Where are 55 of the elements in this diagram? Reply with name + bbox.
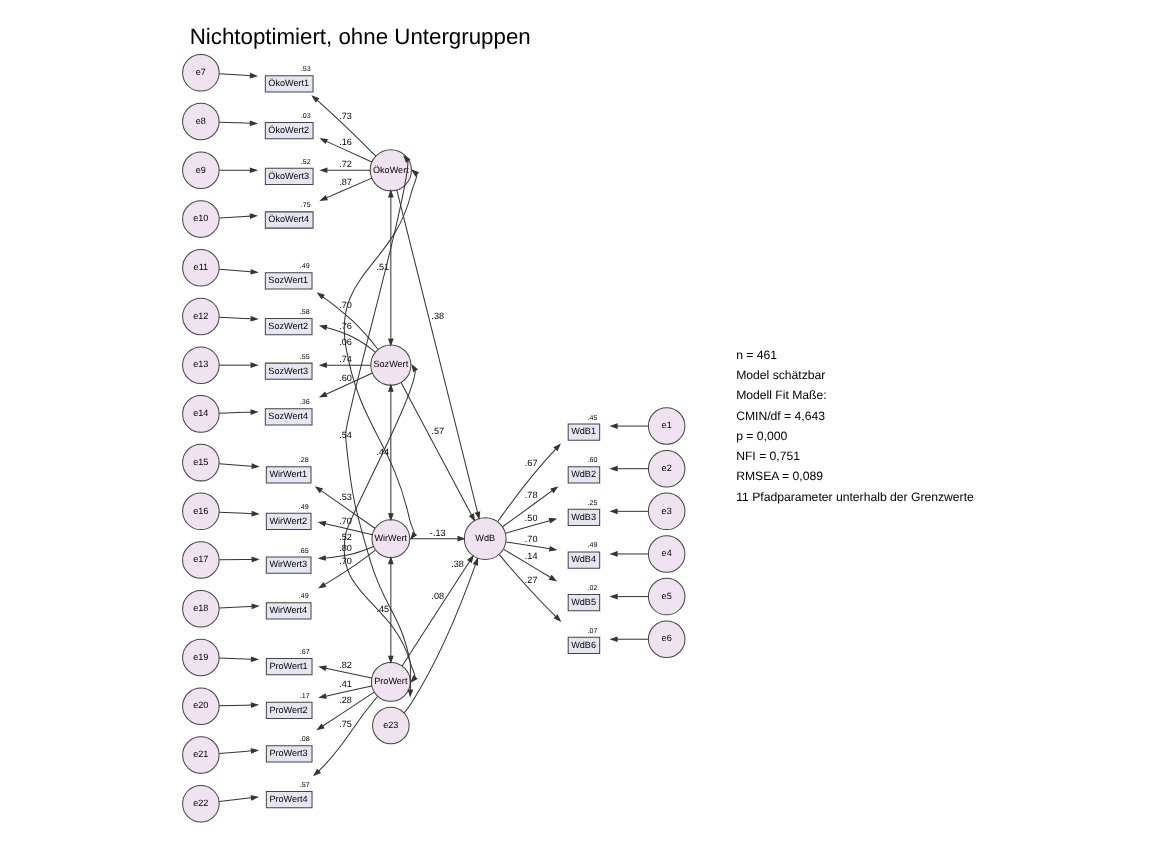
- arrow: [218, 602, 260, 609]
- arrow: [318, 684, 373, 698]
- arrow: [317, 545, 375, 560]
- arrow: [218, 361, 259, 367]
- arrow: [319, 176, 373, 200]
- arrow: [316, 690, 375, 730]
- arrow: [218, 71, 258, 78]
- arrow: [218, 166, 258, 173]
- arrow: [609, 635, 649, 642]
- arrow: [318, 361, 372, 367]
- arrow: [218, 747, 260, 753]
- diagram-title: Nichtoptimiert, ohne Untergruppen: [189, 24, 531, 49]
- arrow: [609, 422, 649, 428]
- arrow: [498, 553, 562, 621]
- arrow: [218, 462, 260, 468]
- arrow: [218, 119, 258, 126]
- arrow: [343, 168, 420, 539]
- arrow: [505, 540, 558, 551]
- arrow: [218, 212, 258, 218]
- arrow: [218, 267, 259, 274]
- arrow: [318, 323, 376, 352]
- arrow: [317, 548, 376, 588]
- arrow: [311, 94, 377, 156]
- arrow: [218, 794, 260, 802]
- arrow: [609, 592, 649, 599]
- arrow: [388, 555, 394, 663]
- arrow: [319, 137, 373, 162]
- arrow: [396, 188, 481, 519]
- arrow: [318, 371, 374, 397]
- arrow: [401, 553, 474, 666]
- arrow: [314, 485, 376, 528]
- arrow: [218, 408, 259, 414]
- arrow: [503, 547, 558, 581]
- arrow: [388, 188, 394, 346]
- arrow: [318, 664, 373, 678]
- arrow: [218, 314, 259, 321]
- arrow: [388, 382, 394, 521]
- arrow: [609, 507, 649, 514]
- arrow: [218, 509, 260, 516]
- arrow: [609, 464, 649, 471]
- arrow: [400, 380, 476, 521]
- arrow: [497, 442, 561, 522]
- arrow: [609, 550, 649, 556]
- arrow: [218, 655, 260, 662]
- arrow: [317, 520, 373, 535]
- arrow: [316, 291, 379, 349]
- arrow: [403, 556, 479, 713]
- arrow: [409, 534, 466, 541]
- arrow: [505, 517, 558, 533]
- arrow: [218, 701, 260, 707]
- arrow: [313, 695, 378, 776]
- arrow: [319, 166, 371, 173]
- arrow: [218, 555, 260, 562]
- arrow: [502, 485, 559, 527]
- arrow: [343, 362, 418, 682]
